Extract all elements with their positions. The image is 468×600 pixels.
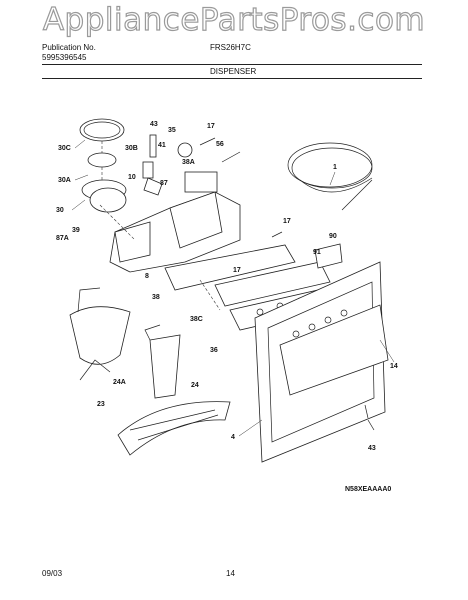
callout-87a: 87A bbox=[56, 235, 69, 242]
callout-41: 41 bbox=[158, 142, 166, 149]
callout-91: 91 bbox=[313, 249, 321, 256]
callout-14: 14 bbox=[390, 363, 398, 370]
diagram-code: N58XEAAAA0 bbox=[345, 486, 391, 493]
callout-1: 1 bbox=[333, 164, 337, 171]
callout-56: 56 bbox=[216, 141, 224, 148]
callout-39: 39 bbox=[72, 227, 80, 234]
dispenser-front-panel bbox=[254, 261, 389, 463]
callout-17c: 17 bbox=[233, 267, 241, 274]
model-number: FRS26H7C bbox=[210, 43, 251, 52]
drip-tray bbox=[117, 401, 231, 456]
water-tube-coil bbox=[287, 142, 373, 211]
callout-38a: 38A bbox=[182, 159, 195, 166]
header-rule bbox=[42, 64, 422, 65]
screw-part bbox=[271, 231, 283, 238]
callout-30a: 30A bbox=[58, 177, 71, 184]
callout-43b: 43 bbox=[368, 445, 376, 452]
dispenser-actuator-parts bbox=[142, 134, 241, 196]
ice-chute-funnel bbox=[69, 287, 131, 381]
leader-lines bbox=[71, 139, 395, 437]
callout-4: 4 bbox=[231, 434, 235, 441]
callout-87: 87 bbox=[160, 180, 168, 187]
callout-10: 10 bbox=[128, 174, 136, 181]
water-chute bbox=[144, 324, 181, 399]
footer-page-number: 14 bbox=[226, 569, 235, 578]
callout-17: 17 bbox=[207, 123, 215, 130]
callout-38: 38 bbox=[152, 294, 160, 301]
callout-17b: 17 bbox=[283, 218, 291, 225]
ice-chute-door-assembly bbox=[79, 118, 127, 213]
bracket-part bbox=[314, 243, 343, 269]
callout-43: 43 bbox=[150, 121, 158, 128]
publication-number: 5995396545 bbox=[42, 53, 87, 62]
callout-24: 24 bbox=[191, 382, 199, 389]
callout-30b: 30B bbox=[125, 145, 138, 152]
section-rule bbox=[42, 78, 422, 79]
callout-35: 35 bbox=[168, 127, 176, 134]
callout-24a: 24A bbox=[113, 379, 126, 386]
section-title: DISPENSER bbox=[210, 67, 257, 76]
control-board bbox=[164, 244, 296, 311]
callout-30c: 30C bbox=[58, 145, 71, 152]
callout-8: 8 bbox=[145, 273, 149, 280]
callout-30: 30 bbox=[56, 207, 64, 214]
callout-23: 23 bbox=[97, 401, 105, 408]
callout-38c: 38C bbox=[190, 316, 203, 323]
footer-date: 09/03 bbox=[42, 569, 63, 578]
callout-36: 36 bbox=[210, 347, 218, 354]
watermark-logo: AppliancePartsPros.com bbox=[42, 1, 426, 38]
screw-part-bottom bbox=[367, 419, 375, 431]
publication-label: Publication No. bbox=[42, 43, 96, 52]
dispenser-housing bbox=[99, 171, 241, 273]
callout-90: 90 bbox=[329, 233, 337, 240]
callout-labels: 43 17 35 30C 30B 41 56 38A 30A 10 87 1 3… bbox=[56, 121, 398, 493]
